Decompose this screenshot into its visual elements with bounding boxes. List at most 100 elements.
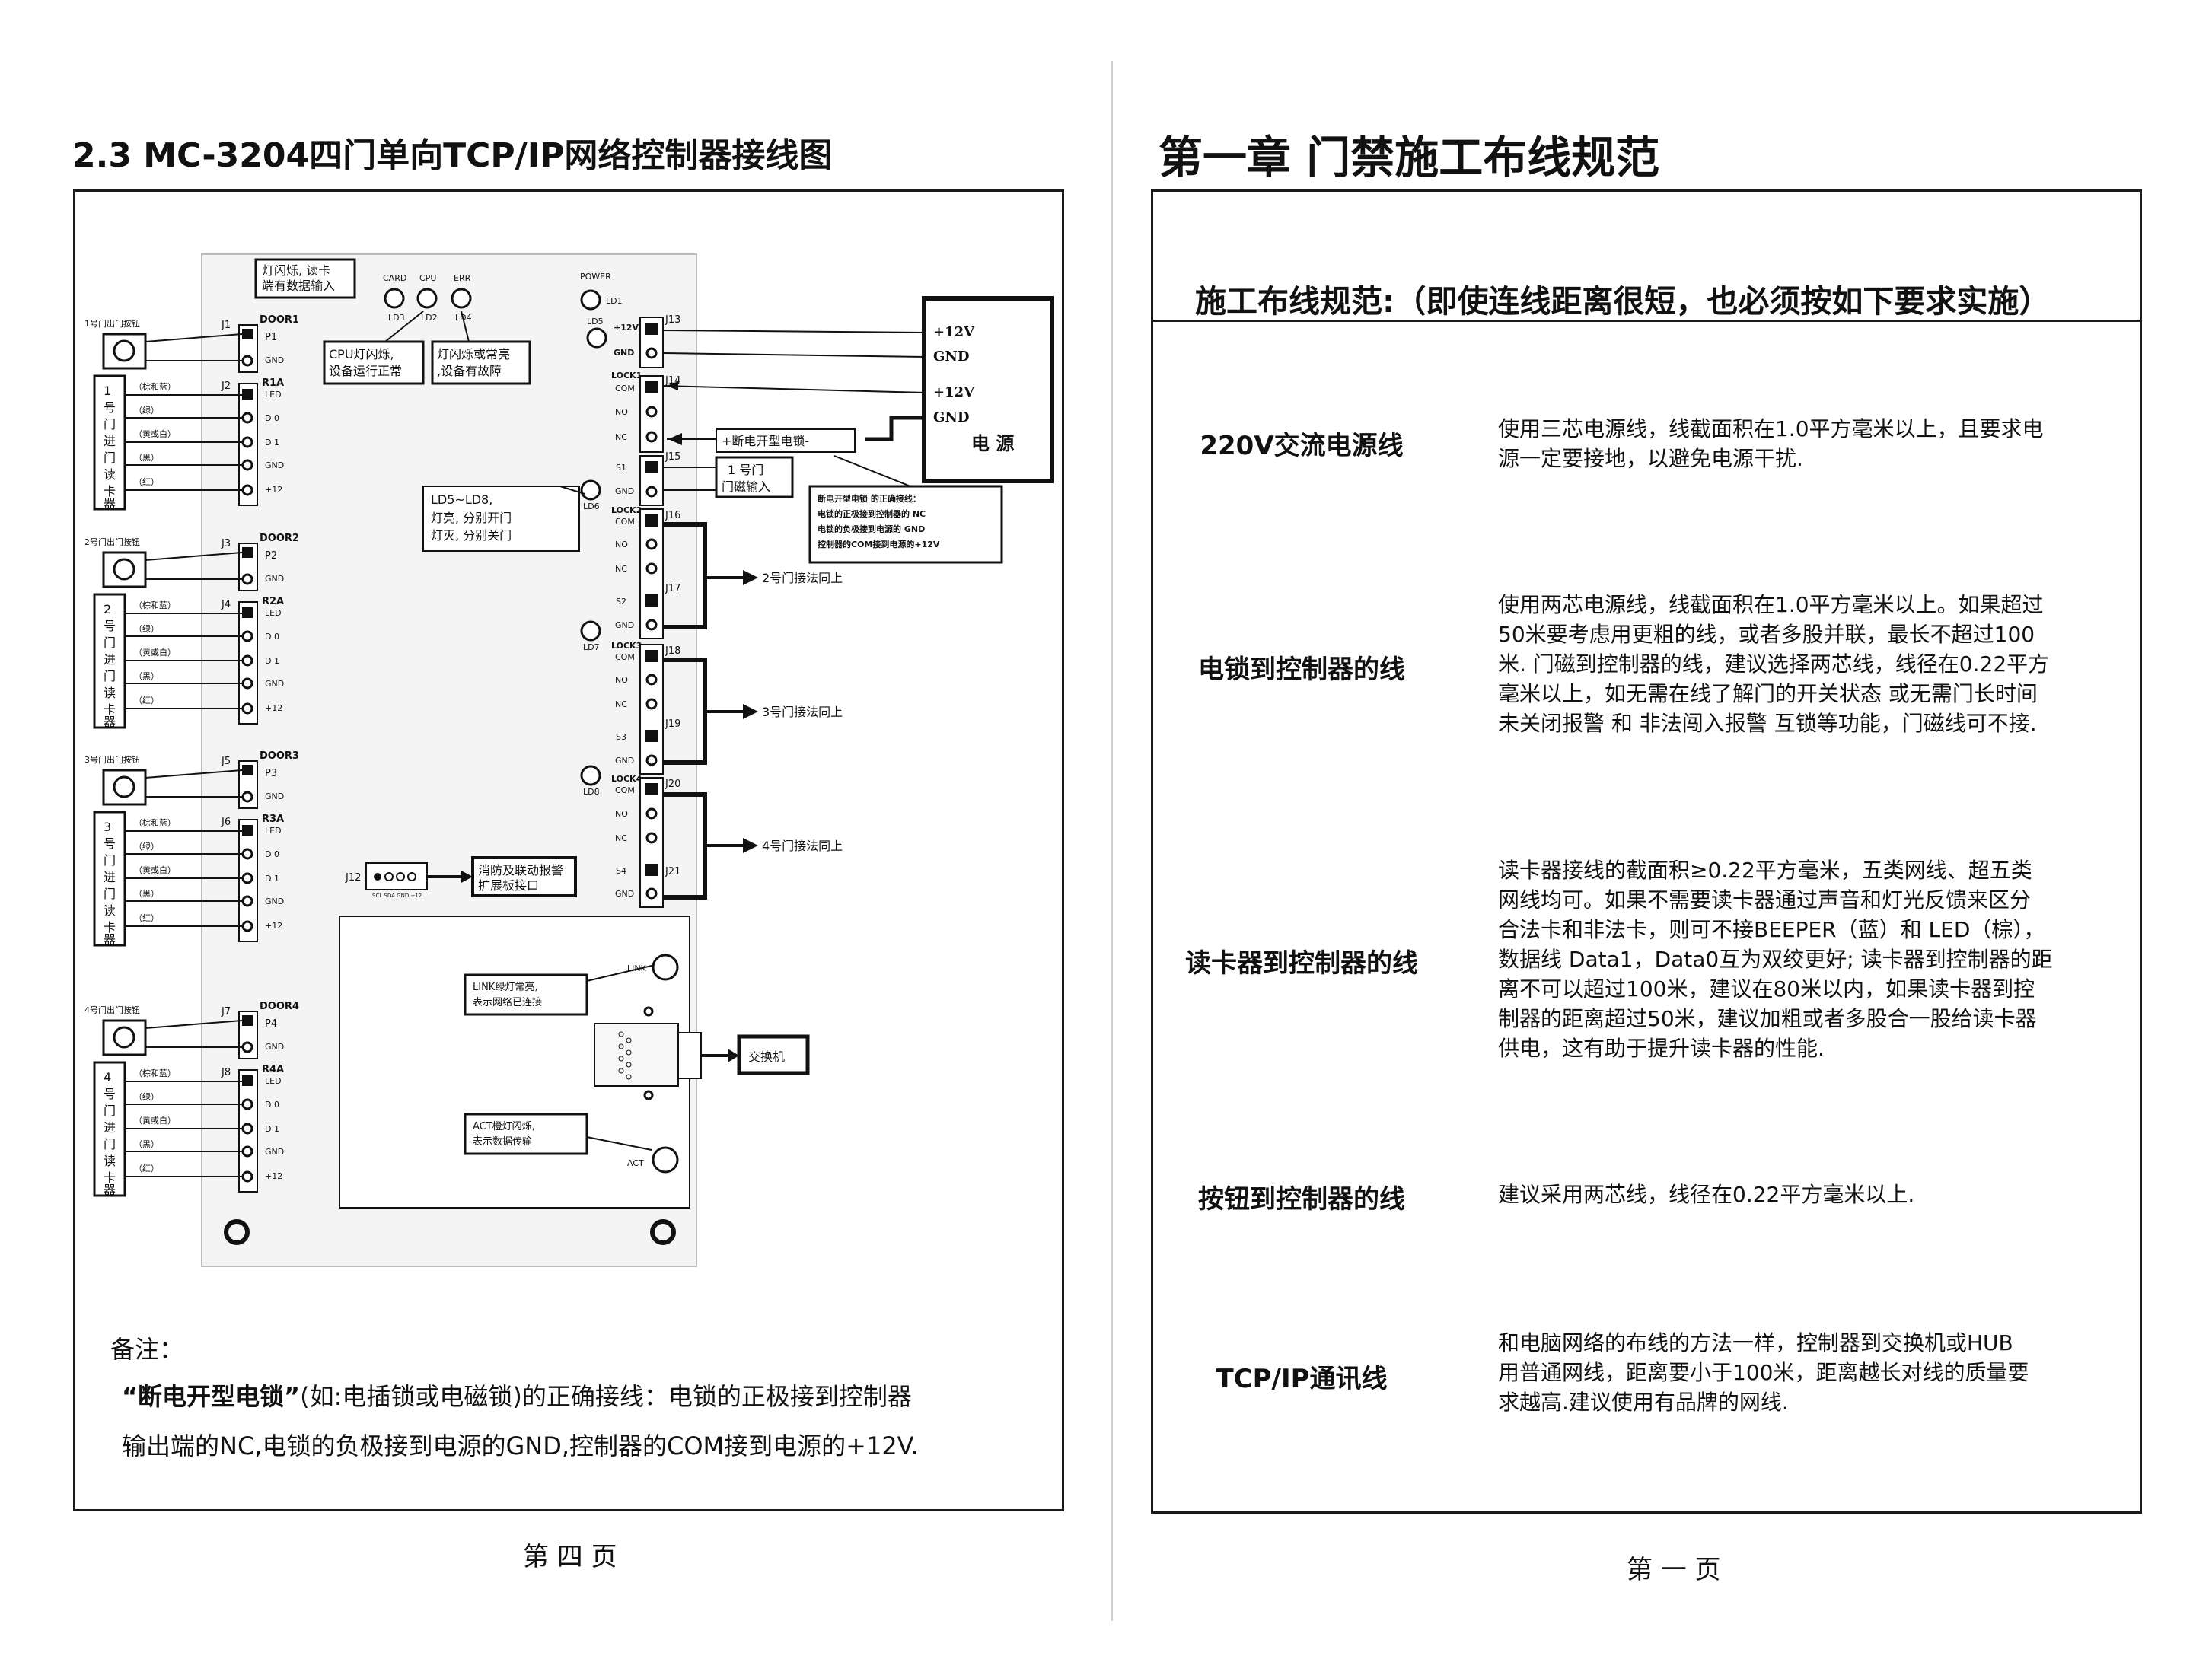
svg-text:D 1: D 1 (265, 874, 279, 884)
svg-text:GND: GND (615, 756, 634, 766)
svg-text:表示网络已连接: 表示网络已连接 (473, 996, 542, 1008)
door2-same-arrow: 2号门接法同上 (705, 570, 843, 585)
svg-text:2号门接法同上: 2号门接法同上 (762, 571, 843, 585)
svg-text:NC: NC (615, 833, 627, 843)
svg-text:灯灭, 分别关门: 灯灭, 分别关门 (431, 528, 512, 543)
reader-1 (93, 374, 126, 511)
svg-text:端有数据输入: 端有数据输入 (262, 279, 335, 293)
lock-callout: +断电开型电锁- (667, 428, 856, 453)
svg-text:卡: 卡 (104, 702, 116, 717)
svg-text:门: 门 (104, 417, 116, 432)
svg-text:GND: GND (615, 620, 634, 630)
svg-text:NC: NC (615, 432, 627, 442)
lock-note-callout: 断电开型电锁 的正确接线： 电锁的正极接到控制器的 NC 电锁的负极接到电源的 … (808, 455, 1003, 564)
svg-text:读: 读 (104, 903, 116, 918)
svg-text:D 0: D 0 (265, 632, 279, 642)
svg-text:CPU灯闪烁,: CPU灯闪烁, (329, 347, 394, 361)
svg-text:J16: J16 (665, 510, 680, 521)
svg-text:,设备有故障: ,设备有故障 (437, 364, 502, 378)
svg-text:GND: GND (265, 897, 284, 906)
act-callout: ACT橙灯闪烁, 表示数据传输 (464, 1113, 652, 1155)
svg-text:门: 门 (104, 669, 116, 683)
notes-line-1: “断电开型电锁”(如:电插锁或电磁锁)的正确接线：电锁的正极接到控制器 (122, 1377, 912, 1412)
svg-text:灯闪烁, 读卡: 灯闪烁, 读卡 (262, 263, 330, 278)
network-module: LINK ACT (339, 916, 702, 1209)
spec-desc-reader: 读卡器接线的截面积≥0.22平方毫米，五类网线、超五类网线均可。如果不需要读卡器… (1498, 858, 2053, 1061)
svg-text:灯亮, 分别开门: 灯亮, 分别开门 (431, 511, 512, 525)
spec-label-button: 按钮到控制器的线 (1198, 1184, 1405, 1215)
svg-text:号: 号 (104, 836, 116, 851)
svg-text:1号门出门按钮: 1号门出门按钮 (84, 318, 140, 329)
terminal-lock4: LOCK4 COM NO NC S4 GND J20 J21 (611, 774, 707, 908)
svg-text:GND: GND (615, 889, 634, 899)
svg-text:J12: J12 (345, 872, 361, 884)
svg-text:LOCK1: LOCK1 (611, 371, 642, 381)
door-leds: LD6 LD7 LD8 (580, 479, 601, 797)
svg-text:门: 门 (104, 635, 116, 650)
svg-text:4: 4 (104, 1070, 111, 1084)
svg-text:DOOR3: DOOR3 (260, 750, 299, 762)
door-sensor-callout: 1 号门 门磁输入 (663, 456, 794, 498)
svg-text:LED: LED (265, 826, 282, 836)
cpu-led-callout: CPU灯闪烁, 设备运行正常 (323, 311, 425, 385)
svg-text:号: 号 (104, 1087, 116, 1101)
svg-text:ACT橙灯闪烁,: ACT橙灯闪烁, (473, 1121, 535, 1132)
svg-text:S1: S1 (616, 463, 626, 473)
j12-connector: J12 SCL SDA GND +12 消防及联动报警 扩展板接口 (345, 856, 577, 899)
svg-text:LD5~LD8,: LD5~LD8, (431, 492, 492, 507)
svg-text:D 1: D 1 (265, 656, 279, 666)
svg-text:+断电开型电锁-: +断电开型电锁- (722, 434, 809, 448)
svg-text:D 1: D 1 (265, 438, 279, 447)
svg-text:R2A: R2A (262, 596, 284, 607)
svg-text:灯闪烁或常亮: 灯闪烁或常亮 (437, 347, 510, 361)
door3-same-arrow: 3号门接法同上 (705, 704, 843, 719)
svg-text:J4: J4 (221, 599, 231, 610)
svg-text:CPU: CPU (419, 273, 436, 283)
switch-box: 交换机 (701, 1034, 810, 1075)
svg-text:电锁的正极接到控制器的 NC: 电锁的正极接到控制器的 NC (818, 508, 926, 519)
svg-text:+12V: +12V (614, 323, 639, 333)
svg-text:（棕和蓝）: （棕和蓝） (134, 600, 176, 610)
svg-text:GND: GND (265, 791, 284, 801)
exit-button-1 (102, 333, 147, 370)
svg-text:DOOR1: DOOR1 (260, 314, 299, 326)
svg-text:器: 器 (104, 1183, 116, 1197)
svg-text:POWER: POWER (580, 272, 611, 282)
svg-text:J1: J1 (221, 320, 231, 331)
svg-text:D 0: D 0 (265, 413, 279, 423)
svg-text:卡: 卡 (104, 484, 116, 498)
terminal-lock1: LOCK1 COM NO NC J14 (611, 371, 680, 453)
svg-text:4号门出门按钮: 4号门出门按钮 (84, 1005, 140, 1015)
power-led: POWER LD1 LD5 (580, 272, 623, 349)
err-led-callout: 灯闪烁或常亮 ,设备有故障 (431, 311, 531, 385)
svg-text:LD7: LD7 (583, 642, 600, 652)
svg-text:+12: +12 (265, 921, 282, 931)
svg-text:CARD: CARD (383, 273, 406, 283)
ld-callout: LD5~LD8, 灯亮, 分别开门 灯灭, 分别关门 (422, 486, 585, 552)
svg-text:GND: GND (265, 679, 284, 689)
svg-text:S3: S3 (616, 732, 626, 742)
svg-text:卡: 卡 (104, 920, 116, 935)
svg-text:NO: NO (615, 675, 628, 685)
notes-line-1-rest: (如:电插锁或电磁锁)的正确接线：电锁的正极接到控制器 (300, 1382, 912, 1411)
svg-text:GND: GND (933, 349, 969, 365)
svg-text:（红）: （红） (134, 1164, 159, 1174)
svg-text:（棕和蓝）: （棕和蓝） (134, 381, 176, 392)
svg-text:NC: NC (615, 699, 627, 709)
svg-text:门: 门 (104, 853, 116, 868)
svg-text:SCL SDA GND +12: SCL SDA GND +12 (372, 893, 422, 899)
svg-text:LD3: LD3 (388, 313, 405, 323)
svg-text:COM: COM (615, 384, 635, 393)
svg-text:GND: GND (933, 409, 969, 425)
svg-text:（黄或白）: （黄或白） (134, 865, 176, 875)
svg-text:3号门出门按钮: 3号门出门按钮 (84, 754, 140, 765)
wiring-diagram: 灯闪烁, 读卡 端有数据输入 CARD CPU ERR LD3 LD2 LD4 … (84, 253, 1054, 1267)
spec-label-reader: 读卡器到控制器的线 (1185, 948, 1418, 979)
svg-text:S4: S4 (616, 866, 626, 876)
svg-text:1 号门: 1 号门 (728, 463, 763, 477)
svg-text:号: 号 (104, 619, 116, 633)
